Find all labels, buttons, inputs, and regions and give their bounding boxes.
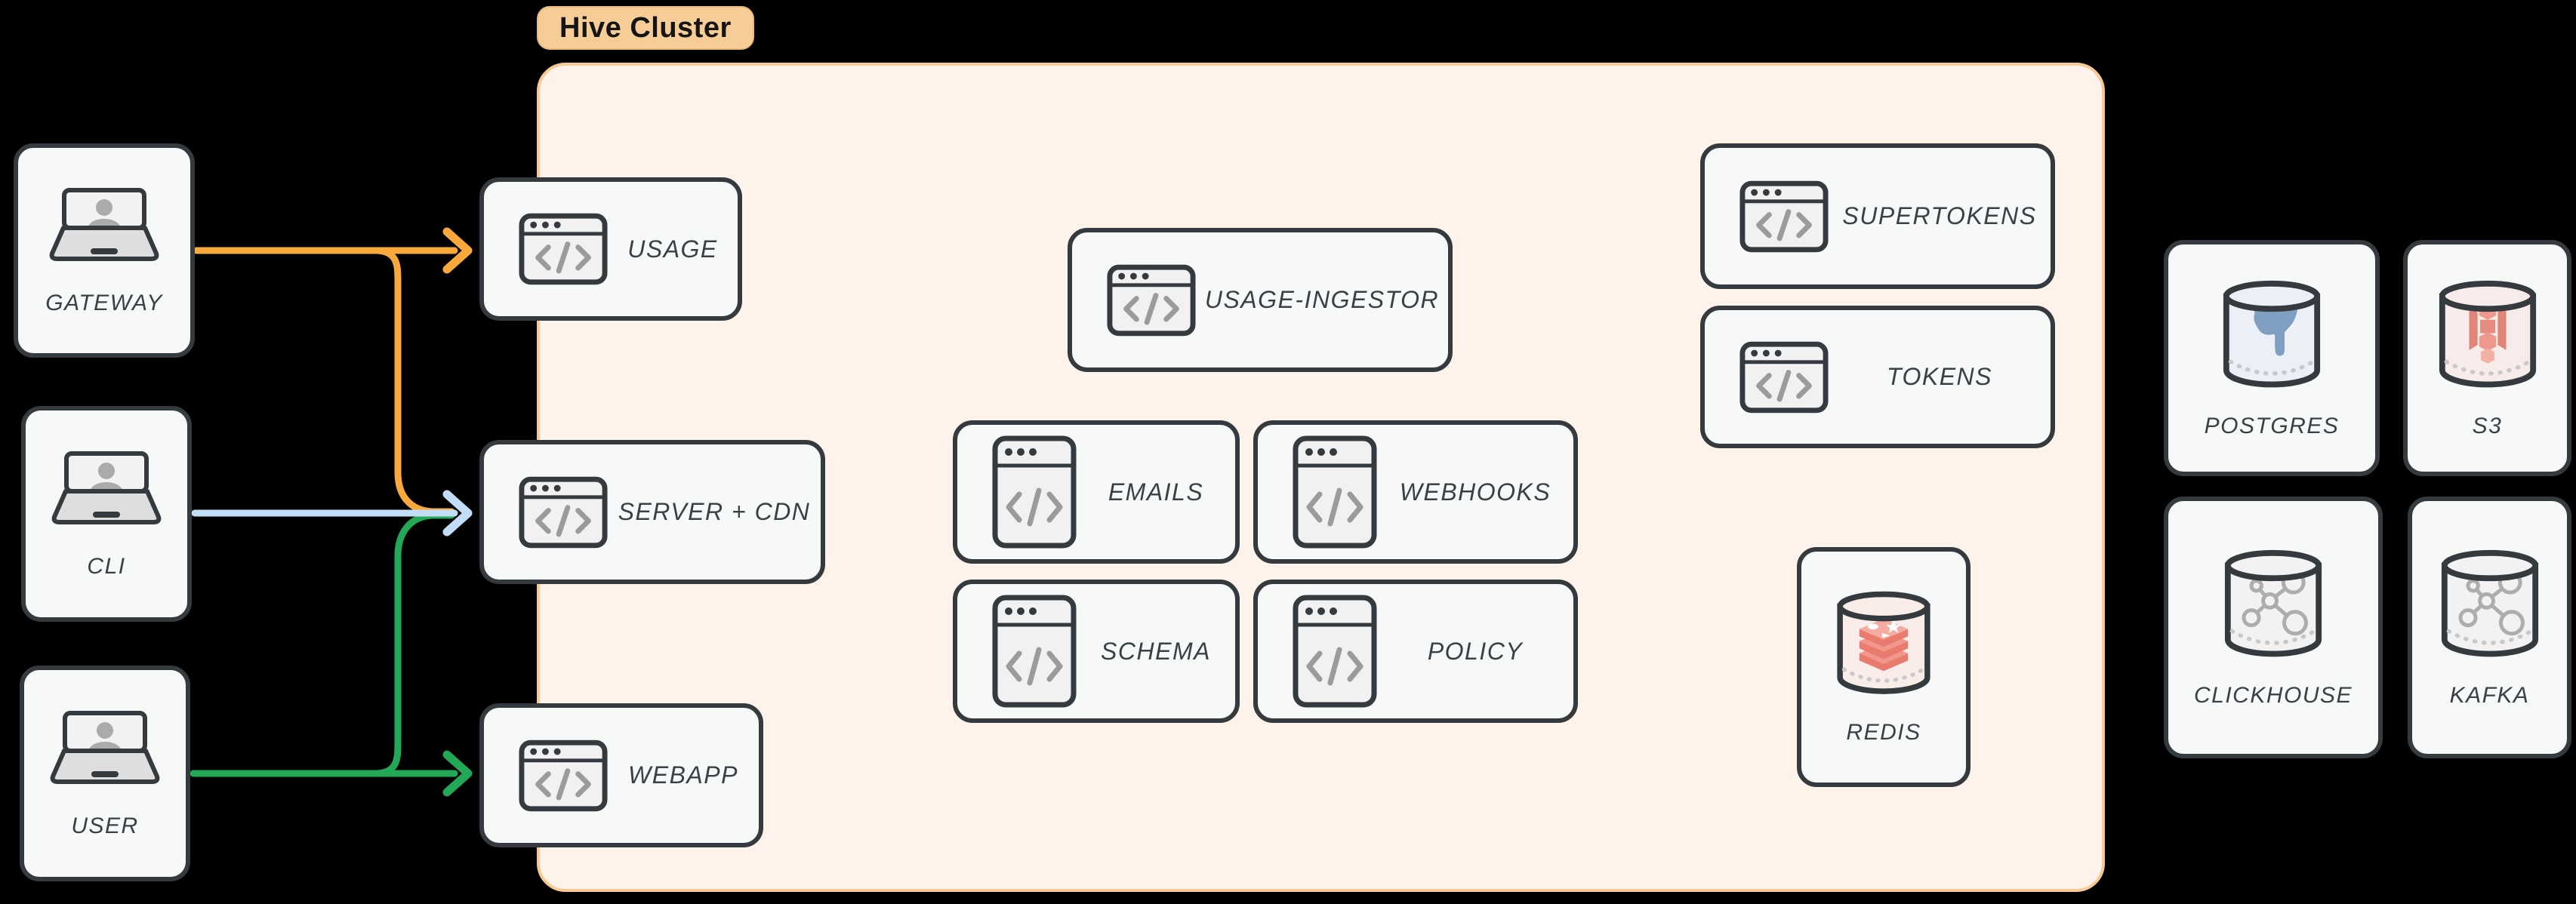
node-kafka: KAFKA [2408, 497, 2571, 758]
external-label-postgres: POSTGRES [2204, 413, 2340, 438]
actor-label-gateway: GATEWAY [45, 291, 163, 315]
code-window-icon [519, 213, 608, 285]
laptop-user-icon [50, 711, 160, 784]
laptop-user-icon [49, 188, 159, 261]
actor-label-cli: CLI [87, 554, 126, 579]
arrow-gateway-to-server-cdn [374, 247, 455, 515]
kafka-database-icon [2441, 549, 2538, 656]
clickhouse-database-icon [2224, 549, 2322, 656]
node-emails: EMAILS [953, 420, 1240, 564]
node-schema: SCHEMA [953, 580, 1240, 723]
service-label-webapp: WEBAPP [628, 761, 738, 789]
arrowhead-usage [442, 227, 473, 274]
service-label-usage-ingestor: USAGE-INGESTOR [1204, 286, 1440, 313]
node-user: USER [20, 666, 190, 881]
hive-cluster-badge-label: Hive Cluster [559, 11, 732, 44]
external-label-kafka: KAFKA [2449, 682, 2530, 708]
service-label-emails: EMAILS [1108, 478, 1204, 506]
code-window-icon [1293, 595, 1377, 708]
node-clickhouse: CLICKHOUSE [2164, 497, 2383, 758]
s3-database-icon [2439, 280, 2536, 387]
node-tokens: TOKENS [1700, 306, 2055, 448]
node-cli: CLI [21, 406, 192, 622]
node-usage: USAGE [479, 177, 742, 321]
service-label-policy: POLICY [1427, 637, 1524, 665]
node-policy: POLICY [1253, 580, 1578, 723]
arrowhead-server-cdn [442, 490, 473, 537]
service-label-tokens: TOKENS [1887, 363, 1992, 390]
service-label-redis: REDIS [1846, 720, 1921, 745]
code-window-icon [992, 595, 1077, 708]
code-window-icon [1293, 435, 1377, 549]
code-window-icon [1739, 180, 1829, 252]
node-server-cdn: SERVER + CDN [479, 440, 825, 584]
molecule-graph-logo [2457, 570, 2525, 635]
external-label-s3: S3 [2472, 413, 2503, 438]
code-window-icon [1739, 341, 1829, 413]
service-label-schema: SCHEMA [1101, 637, 1211, 665]
arrowhead-webapp [442, 750, 473, 797]
redis-database-icon [1837, 591, 1930, 694]
hive-cluster-badge: Hive Cluster [537, 6, 754, 50]
node-webapp: WEBAPP [479, 703, 763, 847]
external-label-clickhouse: CLICKHOUSE [2193, 682, 2353, 708]
service-label-webhooks: WEBHOOKS [1399, 478, 1551, 506]
actor-label-user: USER [71, 813, 139, 838]
service-label-server-cdn: SERVER + CDN [618, 498, 811, 525]
node-gateway: GATEWAY [14, 143, 195, 358]
arrow-user-to-server-cdn [374, 512, 455, 777]
node-webhooks: WEBHOOKS [1253, 420, 1578, 564]
code-window-icon [519, 739, 608, 811]
node-usage-ingestor: USAGE-INGESTOR [1068, 228, 1453, 372]
redis-logo [1859, 618, 1909, 672]
code-window-icon [1107, 264, 1196, 336]
service-label-usage: USAGE [627, 235, 718, 263]
node-redis: REDIS [1797, 547, 1971, 787]
postgres-database-icon [2223, 280, 2321, 387]
node-s3: S3 [2403, 240, 2571, 476]
code-window-icon [519, 476, 608, 548]
node-postgres: POSTGRES [2164, 240, 2380, 476]
laptop-user-icon [51, 451, 162, 524]
node-supertokens: SUPERTOKENS [1700, 143, 2055, 289]
code-window-icon [992, 435, 1077, 549]
service-label-supertokens: SUPERTOKENS [1842, 202, 2037, 229]
